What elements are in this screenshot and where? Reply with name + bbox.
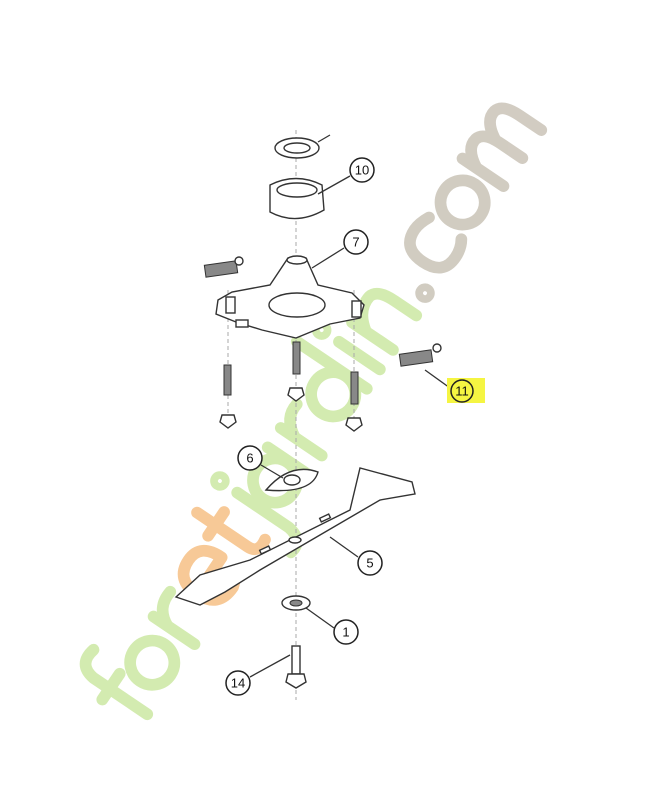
callout-14[interactable]: 14 bbox=[225, 670, 251, 696]
callout-1[interactable]: 1 bbox=[333, 619, 359, 645]
callout-10[interactable]: 10 bbox=[349, 157, 375, 183]
bushing-part bbox=[269, 177, 325, 220]
callout-label: 5 bbox=[366, 556, 373, 571]
center-bolt-part bbox=[285, 645, 307, 689]
callout-5[interactable]: 5 bbox=[357, 550, 383, 576]
watermark-logo bbox=[79, 102, 548, 721]
blade-housing-part bbox=[215, 255, 365, 339]
washer-part bbox=[274, 134, 331, 159]
bolts-part bbox=[219, 341, 363, 432]
callout-6[interactable]: 6 bbox=[237, 445, 263, 471]
nut-part bbox=[281, 595, 311, 611]
callout-11[interactable]: 11 bbox=[450, 379, 474, 403]
callout-label: 10 bbox=[355, 163, 369, 178]
callout-7[interactable]: 7 bbox=[343, 229, 369, 255]
callout-label: 6 bbox=[246, 451, 253, 466]
callout-label: 11 bbox=[455, 384, 469, 399]
blade-part bbox=[174, 467, 416, 606]
callout-label: 1 bbox=[342, 625, 349, 640]
callout-label: 7 bbox=[352, 235, 359, 250]
spring-part-left bbox=[203, 256, 244, 278]
callout-label: 14 bbox=[231, 676, 245, 691]
spring-part-right bbox=[398, 343, 442, 367]
